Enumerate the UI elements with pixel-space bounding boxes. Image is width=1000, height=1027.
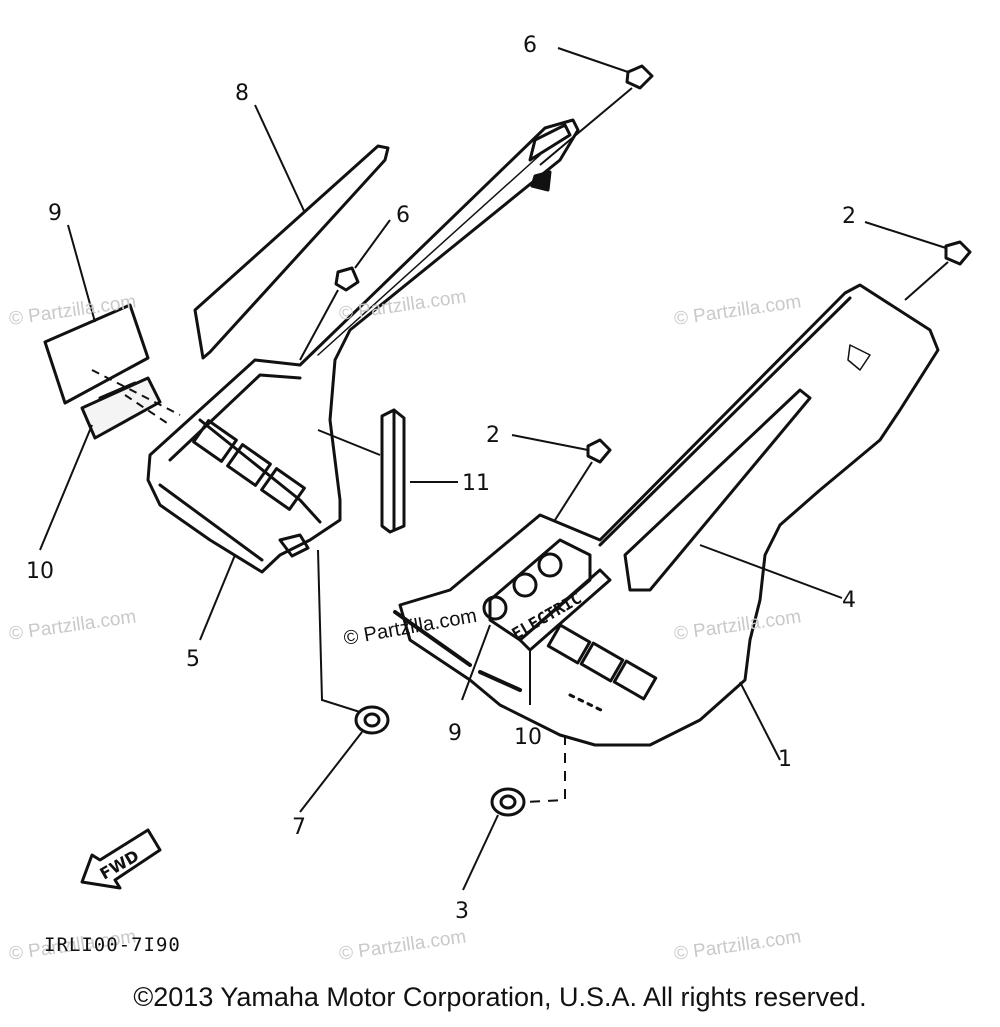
leader-lines (39, 47, 949, 891)
callout-10-right: 10 (514, 725, 542, 750)
callout-2-middle: 2 (486, 423, 500, 448)
callout-11: 11 (462, 471, 490, 496)
part-2-nut-middle (586, 438, 612, 464)
callout-1: 1 (778, 747, 792, 772)
fwd-arrow (80, 828, 162, 890)
part-9-emblem-left (43, 303, 150, 405)
callout-8: 8 (235, 81, 249, 106)
callouts: 6 8 6 9 2 2 11 10 4 5 9 10 1 7 3 (26, 33, 856, 924)
callout-9-left: 9 (48, 201, 62, 226)
callout-10-left: 10 (26, 559, 54, 584)
watermark-text: © Partzilla.com (338, 926, 468, 965)
part-6-nut-middle (334, 266, 360, 292)
callout-9-right: 9 (448, 721, 462, 746)
callout-3: 3 (455, 899, 469, 924)
callout-6-upper: 6 (523, 33, 537, 58)
part-7-grommet (354, 705, 390, 735)
callout-7: 7 (292, 815, 306, 840)
part-8-stripe-decal (193, 144, 390, 360)
part-1-side-cover-right (393, 283, 940, 747)
copyright-notice: ©2013 Yamaha Motor Corporation, U.S.A. A… (133, 982, 867, 1012)
watermark-text: © Partzilla.com (673, 926, 803, 965)
part-6-nut-upper (625, 64, 654, 90)
watermark-text-center: © Partzilla.com (342, 605, 479, 650)
watermark-text: © Partzilla.com (8, 291, 138, 330)
watermark-text: © Partzilla.com (673, 291, 803, 330)
part-5-side-cover-left (146, 118, 580, 574)
drawing-code: IRLI00-7I90 (44, 934, 181, 956)
watermark-text: © Partzilla.com (673, 606, 803, 645)
callout-5: 5 (186, 647, 200, 672)
callout-4: 4 (842, 588, 856, 613)
watermark-text: © Partzilla.com (338, 286, 468, 325)
callout-6-middle: 6 (396, 203, 410, 228)
callout-2-upper: 2 (842, 204, 856, 229)
part-11-damper (380, 408, 406, 534)
watermark-text: © Partzilla.com (8, 606, 138, 645)
part-2-nut-upper (944, 240, 972, 266)
part-3-grommet (490, 787, 526, 817)
